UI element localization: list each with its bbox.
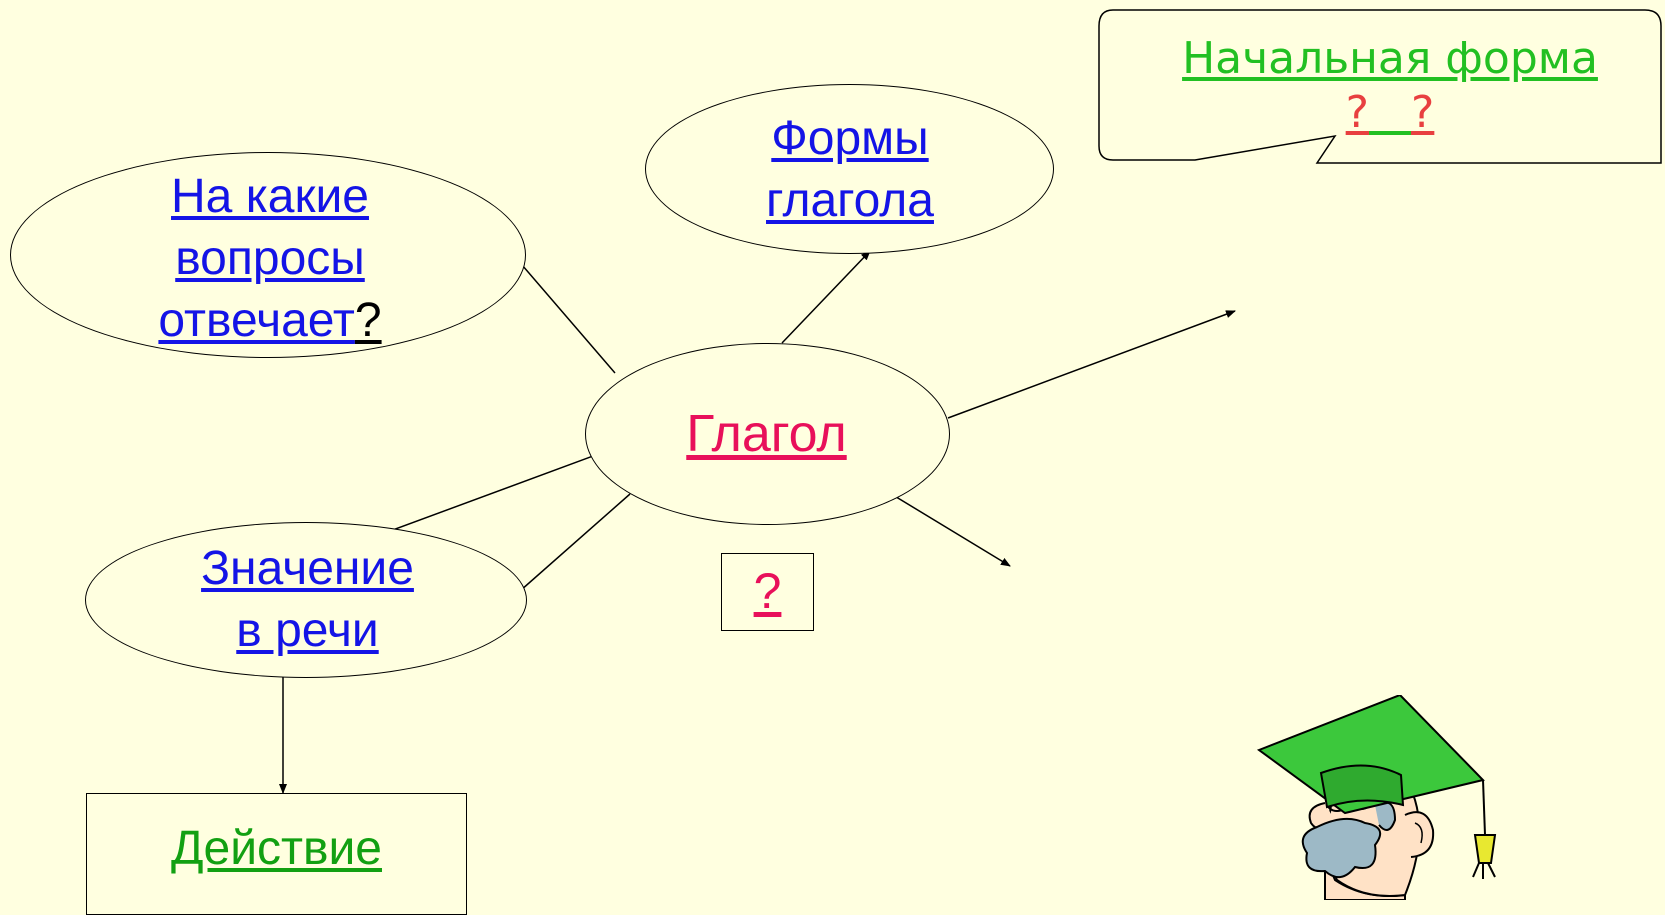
questions-link-line1[interactable]: На какие — [171, 170, 369, 223]
arrow-to-meaning — [511, 493, 631, 599]
callout-bubble — [1098, 9, 1662, 164]
callout-mark-2[interactable]: ? — [1410, 87, 1435, 138]
questions-node — [10, 152, 526, 358]
question-box-text: ? — [722, 560, 813, 622]
meaning-link-line1[interactable]: Значение — [201, 542, 414, 595]
center-link[interactable]: Глагол — [686, 405, 847, 463]
arrow-to-forms — [781, 250, 871, 344]
question-box-link[interactable]: ? — [753, 563, 782, 619]
action-link[interactable]: Действие — [170, 822, 382, 875]
arrow-to-right — [947, 310, 1236, 419]
questions-suffix[interactable]: ? — [354, 294, 382, 347]
meaning-node — [85, 522, 527, 678]
questions-link-line3[interactable]: отвечает — [158, 294, 355, 347]
arrow-to-lower-right — [887, 491, 1011, 567]
callout-mark-1[interactable]: ? — [1345, 87, 1370, 138]
callout-title-link[interactable]: Начальная форма — [1182, 33, 1598, 84]
center-node-text: Глагол — [585, 403, 948, 465]
callout-mark-gap — [1369, 87, 1411, 138]
forms-node-text: Формы глагола — [700, 108, 1000, 232]
center-node — [585, 343, 950, 525]
questions-node-text: На какие вопросы отвечает? — [110, 166, 430, 352]
forms-link-line2[interactable]: глагола — [766, 174, 934, 227]
arrow-to-questions — [509, 250, 616, 374]
action-box-text: Действие — [87, 818, 466, 880]
question-box: ? — [721, 553, 814, 631]
action-box: Действие — [86, 793, 467, 915]
questions-link-line2[interactable]: вопросы — [175, 232, 365, 285]
professor-graduation-cap-icon — [1256, 695, 1497, 900]
meaning-link-line2[interactable]: в речи — [236, 604, 379, 657]
meaning-node-text: Значение в речи — [150, 538, 465, 662]
forms-node — [645, 84, 1054, 254]
forms-link-line1[interactable]: Формы — [771, 112, 929, 165]
callout-text: Начальная форма ? ? — [1140, 30, 1640, 142]
